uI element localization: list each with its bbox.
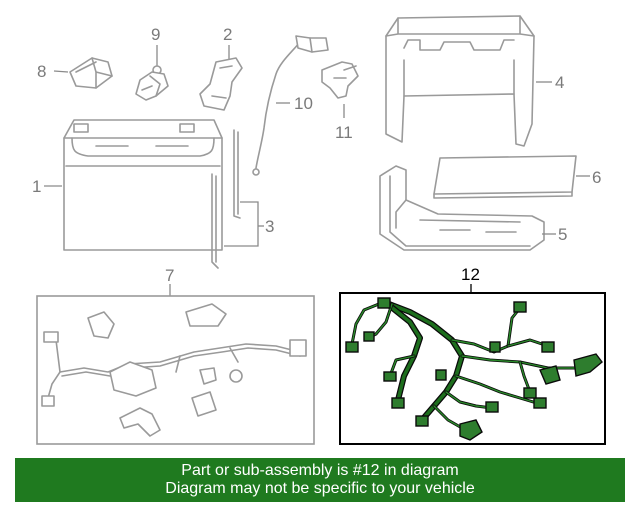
banner-line-1: Part or sub-assembly is #12 in diagram xyxy=(181,462,459,479)
part-7-sub-harness xyxy=(41,303,307,437)
callout-12: 12 xyxy=(461,265,480,284)
part-4-battery-cover xyxy=(385,15,552,147)
callout-3: 3 xyxy=(265,217,274,236)
part-9-clamp xyxy=(135,45,169,101)
part-5-battery-tray xyxy=(379,165,556,251)
parts-diagram: 8 9 2 10 11 4 xyxy=(32,15,606,445)
info-banner: Part or sub-assembly is #12 in diagram D… xyxy=(15,458,625,502)
part-3-hold-down-rods xyxy=(211,129,264,269)
part-12-engine-wire-harness xyxy=(345,297,603,441)
part-10-cable xyxy=(252,35,329,176)
callout-1: 1 xyxy=(32,177,41,196)
callout-10: 10 xyxy=(294,94,313,113)
callout-8: 8 xyxy=(37,62,46,81)
callout-9: 9 xyxy=(151,25,160,44)
banner-line-2: Diagram may not be specific to your vehi… xyxy=(165,480,475,497)
part-6-battery-mat xyxy=(433,155,590,199)
callout-4: 4 xyxy=(555,73,564,92)
callout-7: 7 xyxy=(165,266,174,285)
callout-6: 6 xyxy=(592,168,601,187)
callout-11: 11 xyxy=(335,123,353,142)
callout-2: 2 xyxy=(223,25,232,44)
part-2-bracket xyxy=(199,45,243,111)
part-1-battery xyxy=(44,119,223,251)
part-7-group-box xyxy=(36,295,315,445)
callout-5: 5 xyxy=(558,225,567,244)
part-8-terminal-cover xyxy=(53,57,113,89)
part-11-terminal xyxy=(321,61,359,118)
